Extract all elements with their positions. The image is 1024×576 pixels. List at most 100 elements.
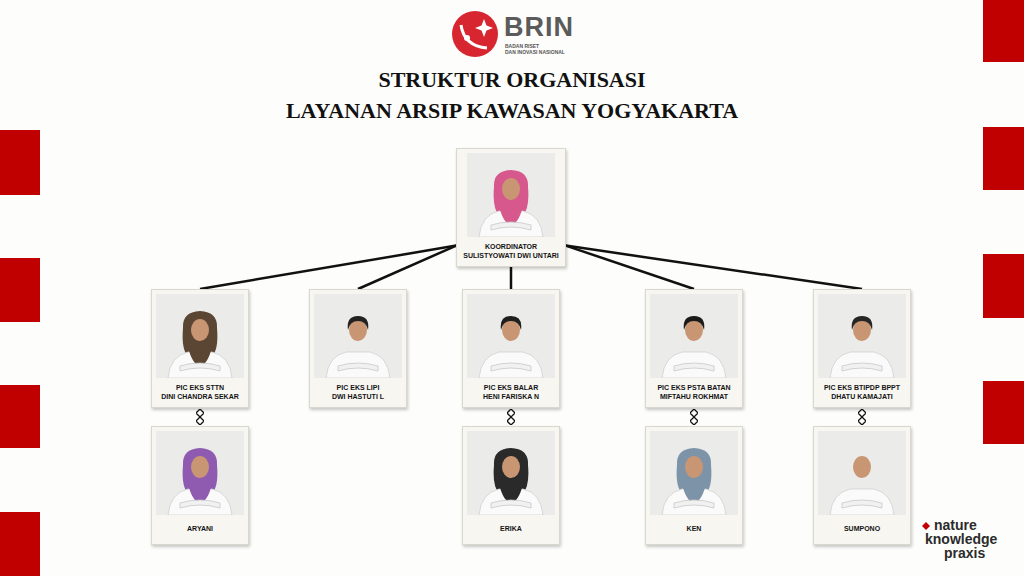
- title-line: STRUKTUR ORGANISASI: [0, 64, 1024, 95]
- shirt: [326, 352, 390, 378]
- crossed-arms: [338, 363, 378, 371]
- shirt: [662, 352, 726, 378]
- watermark-marks: [922, 522, 930, 530]
- card-caption: KOORDINATORSULISTYOWATI DWI UNTARI: [461, 237, 560, 263]
- red-bar: [983, 254, 1024, 318]
- card-caption: PIC EKS BTIPDP BPPTDHATU KAMAJATI: [818, 378, 906, 404]
- photo-ground: [650, 431, 738, 515]
- shirt: [479, 352, 543, 378]
- watermark-diamond: [922, 522, 930, 530]
- name-text: HENI FARISKA N: [483, 392, 539, 401]
- logo-text: DAN INOVASI NASIONAL: [505, 50, 565, 55]
- red-bar: [0, 512, 40, 576]
- crossed-arms: [491, 222, 531, 230]
- crossed-arms: [491, 500, 531, 508]
- photo-ground: [467, 431, 555, 515]
- name-text: SULISTYOWATI DWI UNTARI: [463, 251, 558, 260]
- logo-text: BADAN RISET: [505, 44, 539, 49]
- person-card: PIC EKS BALARHENI FARISKA N: [462, 289, 560, 408]
- face: [502, 178, 520, 200]
- person-photo: [156, 431, 244, 515]
- face: [502, 456, 520, 478]
- crossed-arms: [842, 500, 882, 508]
- red-bar: [0, 258, 40, 322]
- card-caption: KEN: [650, 515, 738, 541]
- org-connector: [510, 413, 512, 421]
- card-caption: ARYANI: [156, 515, 244, 541]
- watermark-text: nature: [934, 518, 977, 532]
- red-bar: [983, 127, 1024, 190]
- org-connector: [566, 246, 862, 289]
- person-card: KEN: [645, 426, 743, 545]
- org-connector: [510, 267, 513, 289]
- name-text: ARYANI: [187, 524, 213, 533]
- name-text: DWI HASTUTI L: [332, 392, 384, 401]
- role-text: PIC EKS LIPI: [337, 383, 380, 392]
- person-photo: [467, 431, 555, 515]
- org-connector: [566, 246, 694, 289]
- org-connector: [358, 246, 456, 289]
- hair: [852, 316, 873, 330]
- person-card: SUMPONO: [813, 426, 911, 545]
- crossed-arms: [674, 500, 714, 508]
- face: [853, 456, 871, 478]
- person-photo: [818, 431, 906, 515]
- brin-logo: [452, 11, 498, 57]
- watermark-text: praxis: [944, 546, 985, 560]
- card-caption: PIC EKS LIPIDWI HASTUTI L: [314, 378, 402, 404]
- card-caption: PIC EKS STTNDINI CHANDRA SEKAR: [156, 378, 244, 404]
- hair: [348, 316, 369, 330]
- person-photo: [650, 294, 738, 378]
- person-card: PIC EKS LIPIDWI HASTUTI L: [309, 289, 407, 408]
- name-text: KEN: [687, 524, 702, 533]
- role-text: PIC EKS BALAR: [484, 383, 538, 392]
- photo-ground: [314, 294, 402, 378]
- person-photo: [467, 294, 555, 378]
- org-connector: [861, 413, 863, 421]
- person-photo: [818, 294, 906, 378]
- red-bar: [0, 385, 40, 448]
- headscarf-drape: [187, 342, 213, 366]
- role-text: KOORDINATOR: [485, 242, 537, 251]
- role-text: PIC EKS BTIPDP BPPT: [824, 383, 900, 392]
- hair: [684, 316, 705, 330]
- photo-ground: [818, 294, 906, 378]
- person-card: KOORDINATORSULISTYOWATI DWI UNTARI: [456, 148, 565, 267]
- photo-ground: [467, 153, 555, 237]
- card-caption: ERIKA: [467, 515, 555, 541]
- photo-ground: [156, 294, 244, 378]
- card-caption: SUMPONO: [818, 515, 906, 541]
- photo-ground: [156, 431, 244, 515]
- org-connector: [200, 246, 456, 289]
- logo-circle: [452, 11, 498, 57]
- org-connector: [199, 413, 201, 421]
- logo-star: [475, 19, 493, 37]
- person-card: ERIKA: [462, 426, 560, 545]
- person-card: ARYANI: [151, 426, 249, 545]
- face: [191, 319, 209, 341]
- person-photo: [467, 153, 555, 237]
- headscarf-drape: [681, 479, 707, 503]
- face: [191, 456, 209, 478]
- headscarf-drape: [187, 479, 213, 503]
- role-text: PIC EKS PSTA BATAN: [657, 383, 730, 392]
- person-card: PIC EKS STTNDINI CHANDRA SEKAR: [151, 289, 249, 408]
- logo-dot: [464, 35, 470, 41]
- person-photo: [156, 294, 244, 378]
- name-text: DINI CHANDRA SEKAR: [161, 392, 239, 401]
- photo-ground: [650, 294, 738, 378]
- person-card: PIC EKS BTIPDP BPPTDHATU KAMAJATI: [813, 289, 911, 408]
- crossed-arms: [180, 363, 220, 371]
- card-caption: PIC EKS PSTA BATANMIFTAHU ROKHMAT: [650, 378, 738, 404]
- chart-title: STRUKTUR ORGANISASI LAYANAN ARSIP KAWASA…: [0, 64, 1024, 126]
- logo-text: BRIN: [504, 14, 574, 41]
- role-text: PIC EKS STTN: [176, 383, 224, 392]
- photo-ground: [818, 431, 906, 515]
- face: [685, 456, 703, 478]
- crossed-arms: [180, 500, 220, 508]
- headscarf-drape: [498, 479, 524, 503]
- name-text: MIFTAHU ROKHMAT: [660, 392, 728, 401]
- card-caption: PIC EKS BALARHENI FARISKA N: [467, 378, 555, 404]
- red-bar: [0, 130, 40, 195]
